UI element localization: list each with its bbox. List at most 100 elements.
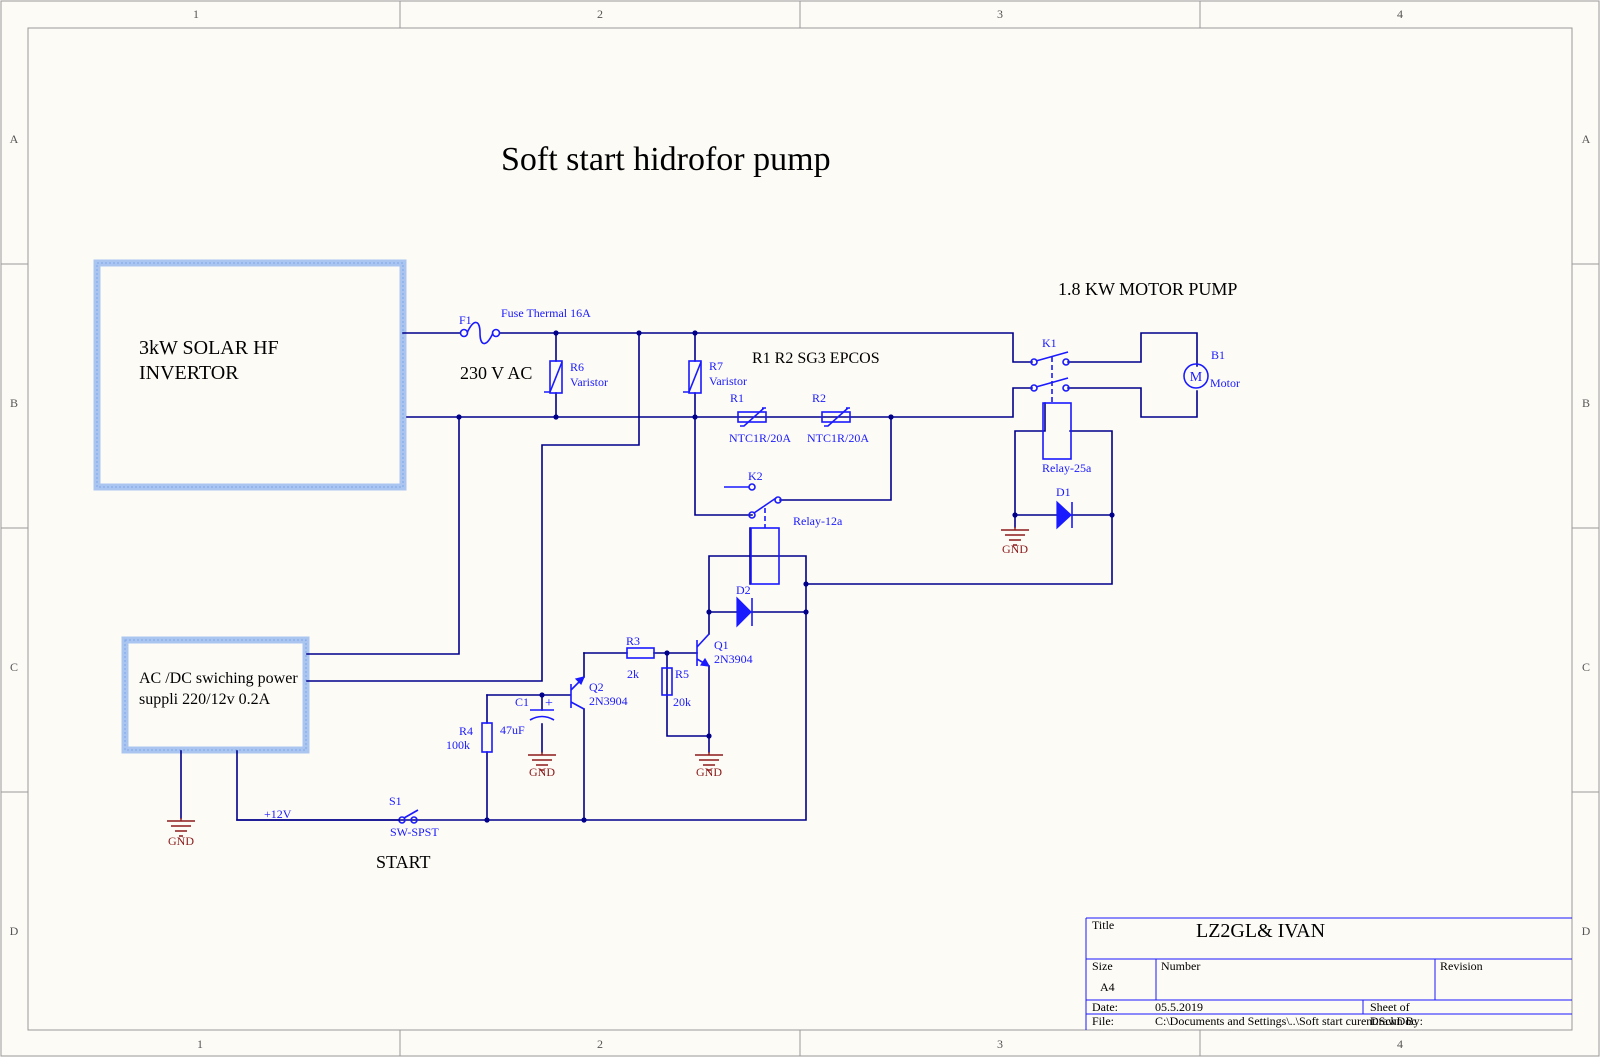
zone-row-d-right: D <box>1582 924 1591 938</box>
r3-value: 2k <box>627 667 639 681</box>
date-value: 05.5.2019 <box>1155 1000 1203 1014</box>
relay-k2[interactable]: K2 Relay-12a <box>724 469 843 585</box>
q2-value: 2N3904 <box>589 694 628 708</box>
gnd-symbol-q1: GND <box>695 752 723 779</box>
k1-value: Relay-25a <box>1042 461 1092 475</box>
start-label: START <box>376 852 430 872</box>
zone-col-1-bottom: 1 <box>197 1037 203 1051</box>
drawn-by-label: Drawn By: <box>1370 1014 1423 1028</box>
psu-block[interactable]: AC /DC swiching power suppli 220/12v 0.2… <box>121 636 310 754</box>
c1-polarity: + <box>545 696 553 711</box>
date-label: Date: <box>1092 1000 1118 1014</box>
title-label: Title <box>1092 918 1114 932</box>
zone-row-c-left: C <box>10 660 18 674</box>
zone-row-b-left: B <box>10 396 18 410</box>
relay-k1[interactable]: K1 Relay-25a <box>1030 336 1092 475</box>
r7-value: Varistor <box>709 374 747 388</box>
gnd-symbol-k1: GND <box>1001 527 1029 556</box>
diode-d2[interactable]: D2 <box>736 583 753 628</box>
gnd-label: GND <box>1002 542 1028 556</box>
zone-row-b-right: B <box>1582 396 1590 410</box>
wires <box>180 332 1198 821</box>
zone-col-1-top: 1 <box>193 7 199 21</box>
size-value: A4 <box>1100 980 1115 994</box>
gnd-label: GND <box>168 834 194 848</box>
r4-value: 100k <box>446 738 470 752</box>
ntc-r2[interactable]: R2 NTC1R/20A <box>807 391 869 445</box>
c1-ref: C1 <box>515 695 529 709</box>
motor-symbol: M <box>1190 370 1203 385</box>
gnd-symbol-c1: GND <box>528 752 556 779</box>
b1-ref: B1 <box>1211 348 1225 362</box>
title-value: LZ2GL& IVAN <box>1196 920 1325 942</box>
capacitor-c1[interactable]: + C1 47uF <box>500 695 555 737</box>
r7-ref: R7 <box>709 359 723 373</box>
q1-ref: Q1 <box>714 638 729 652</box>
inverter-label-line2: INVERTOR <box>139 362 239 384</box>
motor-pump-label: 1.8 KW MOTOR PUMP <box>1058 279 1237 299</box>
r6-value: Varistor <box>570 375 608 389</box>
zone-col-2-top: 2 <box>597 7 603 21</box>
inverter-label-line1: 3kW SOLAR HF <box>139 337 279 359</box>
resistor-r3[interactable]: R3 2k <box>626 634 655 681</box>
zone-col-3-bottom: 3 <box>997 1037 1003 1051</box>
zone-col-3-top: 3 <box>997 7 1003 21</box>
zone-row-c-right: C <box>1582 660 1590 674</box>
r2-ref: R2 <box>812 391 826 405</box>
size-label: Size <box>1092 959 1113 973</box>
motor-b1[interactable]: M B1 Motor <box>1183 348 1240 390</box>
schematic-title: Soft start hidrofor pump <box>501 141 831 178</box>
resistor-r5[interactable]: R5 20k <box>661 667 691 709</box>
sheet-label: Sheet of <box>1370 1000 1410 1014</box>
s1-ref: S1 <box>389 794 402 808</box>
zone-col-4-top: 4 <box>1397 7 1403 21</box>
k2-value: Relay-12a <box>793 514 843 528</box>
r4-ref: R4 <box>459 724 473 738</box>
b1-value: Motor <box>1210 376 1240 390</box>
d2-ref: D2 <box>736 583 751 597</box>
ntc-note-label: R1 R2 SG3 EPCOS <box>752 350 880 367</box>
k1-ref: K1 <box>1042 336 1057 350</box>
s1-value: SW-SPST <box>390 825 439 839</box>
r1-ref: R1 <box>730 391 744 405</box>
f1-ref: F1 <box>459 313 472 327</box>
revision-label: Revision <box>1440 959 1483 973</box>
varistor-r7[interactable]: R7 Varistor <box>683 359 747 394</box>
q1-value: 2N3904 <box>714 652 753 666</box>
f1-value: Fuse Thermal 16A <box>501 306 591 320</box>
ntc-r1[interactable]: R1 NTC1R/20A <box>729 391 791 445</box>
r3-ref: R3 <box>626 634 640 648</box>
r1-value: NTC1R/20A <box>729 431 791 445</box>
transistor-q2[interactable]: Q2 2N3904 <box>570 676 628 710</box>
junctions <box>456 330 1115 823</box>
diode-d1[interactable]: D1 <box>1056 485 1073 530</box>
fuse-f1[interactable]: F1 Fuse Thermal 16A <box>459 306 591 345</box>
r2-value: NTC1R/20A <box>807 431 869 445</box>
zone-row-d-left: D <box>10 924 19 938</box>
gnd-label: GND <box>529 765 555 779</box>
r5-value: 20k <box>673 695 691 709</box>
file-label: File: <box>1092 1014 1114 1028</box>
varistor-r6[interactable]: R6 Varistor <box>544 360 608 394</box>
resistor-r4[interactable]: R4 100k <box>446 722 493 753</box>
zone-labels: 1 2 3 4 1 2 3 4 A B C D A B C D <box>10 7 1591 1051</box>
c1-value: 47uF <box>500 723 525 737</box>
transistor-q1[interactable]: Q1 2N3904 <box>696 633 753 667</box>
r5-ref: R5 <box>675 667 689 681</box>
ac-voltage-label: 230 V AC <box>460 363 532 383</box>
psu-label-line2: suppli 220/12v 0.2A <box>139 691 271 708</box>
d1-ref: D1 <box>1056 485 1071 499</box>
inverter-block[interactable]: 3kW SOLAR HF INVERTOR <box>93 259 407 491</box>
title-block: Title LZ2GL& IVAN Size A4 Number Revisio… <box>1085 917 1572 1030</box>
psu-label-line1: AC /DC swiching power <box>139 670 298 687</box>
zone-row-a-right: A <box>1582 132 1591 146</box>
q2-ref: Q2 <box>589 680 604 694</box>
supply-12v-label: +12V <box>264 807 292 821</box>
number-label: Number <box>1161 959 1200 973</box>
gnd-label: GND <box>696 765 722 779</box>
file-value: C:\Documents and Settings\..\Soft start … <box>1155 1014 1417 1028</box>
zone-row-a-left: A <box>10 132 19 146</box>
switch-s1[interactable]: S1 SW-SPST <box>236 794 439 839</box>
zone-col-4-bottom: 4 <box>1397 1037 1403 1051</box>
